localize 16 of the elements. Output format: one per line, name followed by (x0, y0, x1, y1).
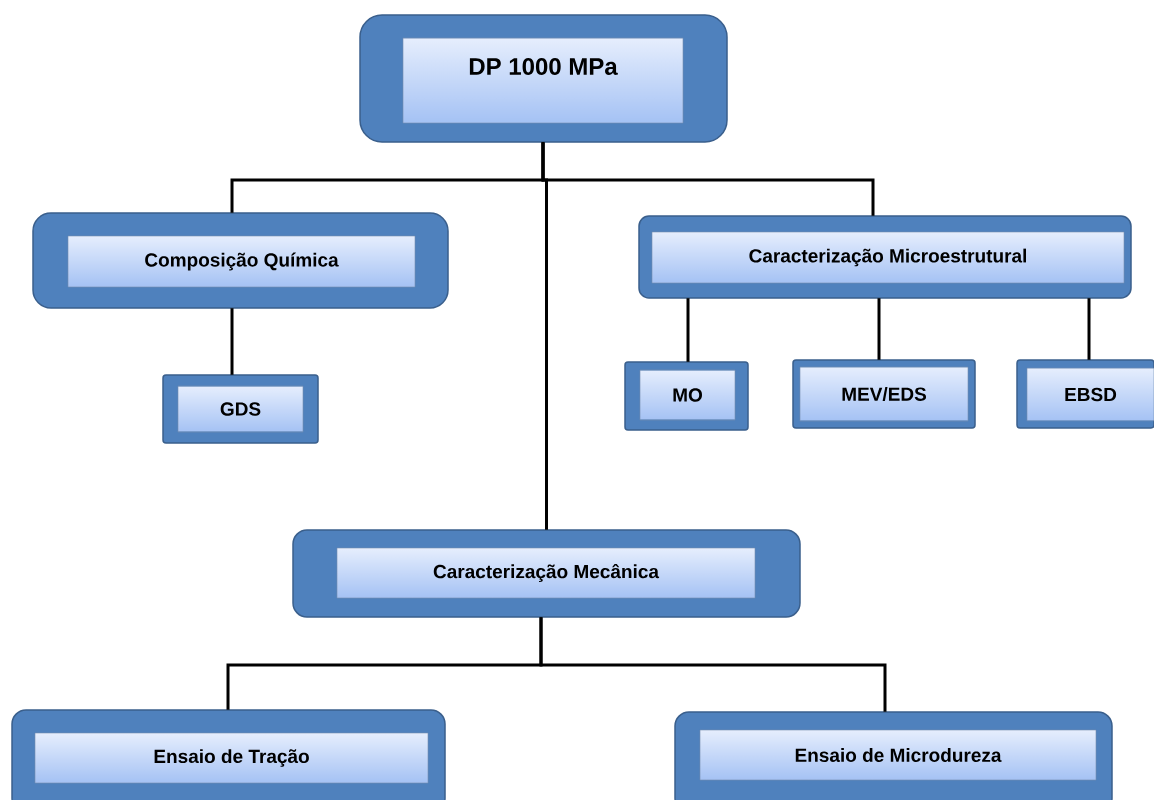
process-box: EBSD (1016, 359, 1154, 429)
connector-line (539, 617, 887, 712)
connector-line (230, 308, 234, 375)
connector-line (686, 298, 690, 362)
process-box: DP 1000 MPa (359, 14, 728, 143)
connector-line (877, 298, 881, 360)
process-box: MEV/EDS (792, 359, 976, 429)
process-box: GDS (162, 374, 319, 444)
process-box: MO (624, 361, 749, 431)
process-box: Ensaio de Tração (11, 709, 446, 800)
process-box: Caracterização Microestrutural (638, 215, 1132, 299)
process-box: Composição Química (32, 212, 449, 309)
connector-line (1087, 298, 1091, 360)
process-box: Caracterização Mecânica (292, 529, 801, 618)
connector-line (541, 142, 548, 530)
process-box: Ensaio de Microdureza (674, 711, 1113, 800)
